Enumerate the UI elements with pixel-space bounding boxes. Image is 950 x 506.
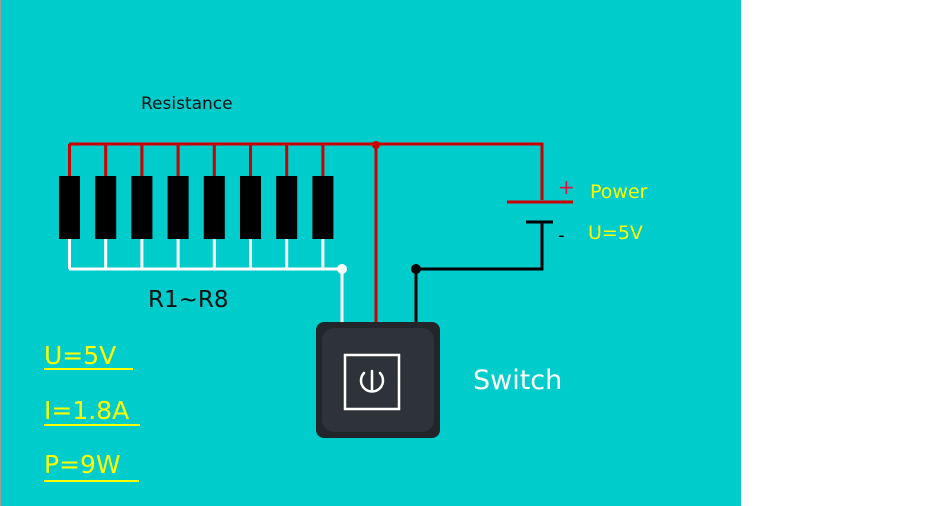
switch-label: Switch: [473, 365, 562, 396]
resistor-r3: [131, 144, 153, 269]
resistor-r4: [167, 144, 189, 269]
resistor-bank: [59, 144, 334, 269]
switch-device[interactable]: [316, 322, 440, 438]
resistor-body: [312, 176, 334, 239]
resistor-body: [167, 176, 189, 239]
switch-button-frame: [343, 353, 401, 411]
resistor-return-wires: [69, 264, 347, 322]
spec-list: U=5V I=1.8A P=9W: [44, 341, 140, 482]
resistor-range-label: R1~R8: [148, 287, 229, 313]
resistor-body: [276, 176, 298, 239]
resistor-r5: [203, 144, 225, 269]
battery-symbol: + -: [507, 175, 575, 246]
plus-sign: +: [558, 175, 575, 199]
switch-inner-bezel: [322, 328, 434, 432]
spec-current: I=1.8A: [44, 396, 129, 425]
resistor-body: [95, 176, 117, 239]
resistor-body: [203, 176, 225, 239]
resistor-r1: [59, 144, 80, 269]
return-junction-dot: [337, 264, 347, 274]
power-voltage-label: U=5V: [588, 222, 643, 244]
positive-bus-wire: [69, 142, 544, 200]
negative-wires: [411, 222, 544, 322]
positive-wires: [69, 141, 544, 322]
negative-wire: [414, 222, 544, 322]
resistor-r7: [276, 144, 298, 269]
resistor-body: [131, 176, 153, 239]
spec-power: P=9W: [44, 450, 121, 479]
spec-voltage: U=5V: [44, 341, 116, 370]
minus-sign: -: [558, 225, 565, 246]
power-icon: [359, 369, 385, 393]
resistor-r8: [312, 144, 334, 269]
resistor-r6: [240, 144, 261, 269]
resistor-body: [59, 176, 80, 239]
positive-junction-dot: [372, 141, 380, 149]
resistance-label: Resistance: [141, 94, 233, 114]
resistor-r2: [95, 144, 117, 269]
resistor-body: [240, 176, 261, 239]
power-label: Power: [590, 181, 648, 203]
negative-junction-dot: [411, 264, 421, 274]
